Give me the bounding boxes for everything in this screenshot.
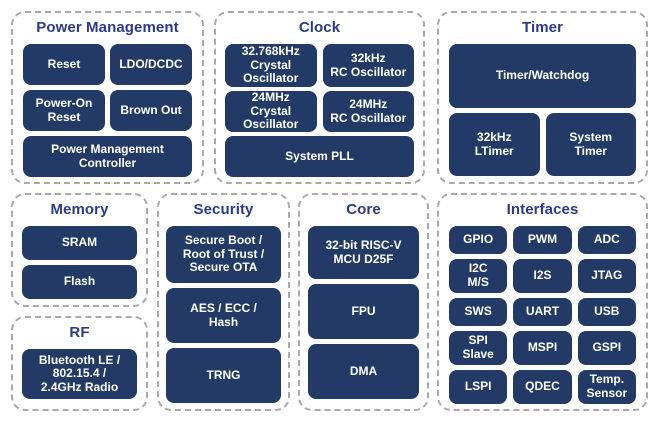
block-adc: ADC — [577, 226, 636, 254]
block-32khz-rc-oscillator: 32kHz RC Oscillator — [322, 44, 414, 87]
block-uart: UART — [513, 298, 572, 326]
section-clock: Clock 32.768kHz Crystal Oscillator 32kHz… — [214, 11, 425, 184]
block-i2s: I2S — [513, 259, 572, 293]
block-gspi: GSPI — [577, 331, 636, 365]
security-title: Security — [193, 201, 254, 218]
core-title: Core — [346, 201, 381, 218]
block-gpio: GPIO — [449, 226, 508, 254]
block-bluetooth-radio: Bluetooth LE / 802.15.4 / 2.4GHz Radio — [22, 349, 137, 399]
block-temp-sensor: Temp. Sensor — [577, 370, 636, 404]
block-sram: SRAM — [22, 226, 137, 260]
block-aes-ecc-hash: AES / ECC / Hash — [166, 288, 281, 343]
power-management-title: Power Management — [36, 19, 179, 36]
rf-title: RF — [69, 324, 90, 341]
block-reset: Reset — [23, 44, 105, 85]
interfaces-blocks: GPIO PWM ADC I2C M/S I2S JTAG SWS UART U… — [439, 226, 646, 404]
block-32khz-ltimer: 32kHz LTimer — [449, 113, 540, 176]
core-blocks: 32-bit RISC-V MCU D25F FPU DMA — [300, 226, 427, 399]
block-ldo-dcdc: LDO/DCDC — [110, 44, 192, 85]
memory-blocks: SRAM Flash — [13, 226, 146, 299]
block-power-on-reset: Power-On Reset — [23, 90, 105, 131]
section-timer: Timer Timer/Watchdog 32kHz LTimer System… — [437, 11, 648, 184]
block-fpu: FPU — [308, 284, 419, 339]
memory-title: Memory — [50, 201, 109, 218]
section-core: Core 32-bit RISC-V MCU D25F FPU DMA — [298, 193, 429, 411]
timer-title: Timer — [521, 19, 564, 36]
clock-title: Clock — [298, 19, 341, 36]
section-interfaces: Interfaces GPIO PWM ADC I2C M/S I2S JTAG… — [437, 193, 648, 411]
block-sws: SWS — [449, 298, 508, 326]
block-jtag: JTAG — [577, 259, 636, 293]
security-blocks: Secure Boot / Root of Trust / Secure OTA… — [159, 226, 288, 403]
power-management-blocks: Reset LDO/DCDC Power-On Reset Brown Out … — [13, 44, 202, 177]
section-power-management: Power Management Reset LDO/DCDC Power-On… — [11, 11, 204, 184]
block-24mhz-rc-oscillator: 24MHz RC Oscillator — [322, 91, 414, 132]
interfaces-title: Interfaces — [506, 201, 579, 218]
block-brown-out: Brown Out — [110, 90, 192, 131]
block-mspi: MSPI — [513, 331, 572, 365]
rf-blocks: Bluetooth LE / 802.15.4 / 2.4GHz Radio — [13, 349, 146, 399]
block-qdec: QDEC — [513, 370, 572, 404]
block-secure-boot-root-of-trust-secure-ota: Secure Boot / Root of Trust / Secure OTA — [166, 226, 281, 283]
block-i2c-ms: I2C M/S — [449, 259, 508, 293]
block-32768khz-crystal-oscillator: 32.768kHz Crystal Oscillator — [225, 44, 317, 87]
block-riscv-mcu-d25f: 32-bit RISC-V MCU D25F — [308, 226, 419, 279]
section-memory: Memory SRAM Flash — [11, 193, 148, 307]
block-power-management-controller: Power Management Controller — [23, 136, 192, 177]
block-system-timer: System Timer — [545, 113, 636, 176]
clock-blocks: 32.768kHz Crystal Oscillator 32kHz RC Os… — [216, 44, 423, 177]
block-usb: USB — [577, 298, 636, 326]
section-security: Security Secure Boot / Root of Trust / S… — [157, 193, 290, 411]
block-lspi: LSPI — [449, 370, 508, 404]
block-pwm: PWM — [513, 226, 572, 254]
block-flash: Flash — [22, 265, 137, 299]
block-dma: DMA — [308, 344, 419, 399]
block-24mhz-crystal-oscillator: 24MHz Crystal Oscillator — [225, 90, 317, 132]
block-trng: TRNG — [166, 348, 281, 403]
timer-blocks: Timer/Watchdog 32kHz LTimer System Timer — [439, 44, 646, 176]
block-spi-slave: SPI Slave — [449, 331, 508, 365]
block-timer-watchdog: Timer/Watchdog — [449, 44, 636, 108]
section-rf: RF Bluetooth LE / 802.15.4 / 2.4GHz Radi… — [11, 316, 148, 411]
block-system-pll: System PLL — [225, 136, 414, 177]
